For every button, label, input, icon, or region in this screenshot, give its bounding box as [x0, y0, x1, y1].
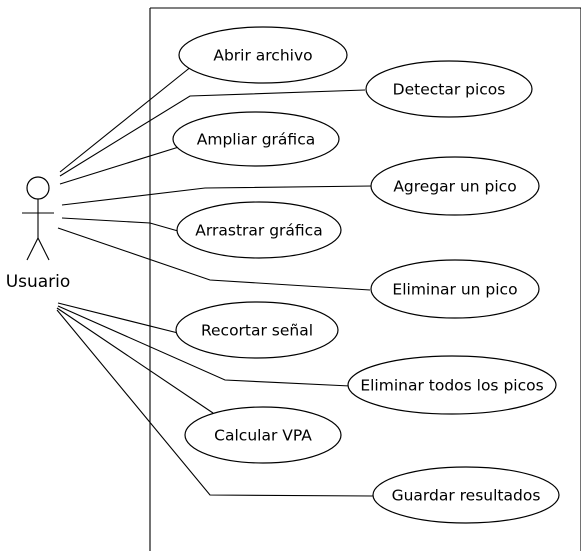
svg-text:Eliminar todos los picos: Eliminar todos los picos: [360, 377, 543, 395]
association-eliminar-un-pico: [57, 227, 371, 291]
svg-text:Calcular VPA: Calcular VPA: [214, 427, 312, 445]
association-agregar-un-pico: [61, 185, 373, 206]
stick-figure-icon: [22, 176, 54, 261]
use-case-recortar-senal: Recortar señal: [175, 301, 339, 359]
use-case-eliminar-un-pico: Eliminar un pico: [370, 259, 540, 319]
association-recortar-senal: [57, 302, 179, 334]
svg-text:Ampliar gráfica: Ampliar gráfica: [197, 131, 315, 149]
svg-text:Recortar señal: Recortar señal: [201, 322, 313, 340]
use-case-ampliar-grafica: Ampliar gráfica: [172, 111, 340, 167]
actor-label: Usuario: [6, 272, 71, 292]
use-case-arrastrar-grafica: Arrastrar gráfica: [176, 201, 342, 259]
svg-text:Arrastrar gráfica: Arrastrar gráfica: [195, 222, 322, 240]
svg-text:Eliminar un pico: Eliminar un pico: [392, 281, 517, 299]
svg-text:Guardar resultados: Guardar resultados: [392, 487, 541, 505]
association-calcular-vpa: [56, 307, 214, 414]
association-eliminar-todos-los-picos: [57, 305, 351, 387]
use-case-eliminar-todos-los-picos: Eliminar todos los picos: [347, 355, 557, 415]
association-detectar-picos: [59, 89, 366, 177]
use-case-calcular-vpa: Calcular VPA: [184, 406, 342, 464]
svg-text:Agregar un pico: Agregar un pico: [393, 178, 516, 196]
association-abrir-archivo: [59, 65, 193, 173]
association-guardar-resultados: [56, 309, 374, 497]
use-case-detectar-picos: Detectar picos: [365, 60, 533, 118]
svg-text:Detectar picos: Detectar picos: [393, 81, 506, 99]
use-case-agregar-un-pico: Agregar un pico: [370, 156, 540, 216]
use-case-guardar-resultados: Guardar resultados: [372, 466, 560, 524]
actor-usuario: Usuario: [6, 176, 71, 292]
association-ampliar-grafica: [59, 145, 183, 185]
use-case-abrir-archivo: Abrir archivo: [178, 26, 348, 84]
association-arrastrar-grafica: [61, 217, 179, 232]
associations: [56, 65, 374, 497]
system-boundary: [149, 7, 581, 551]
svg-text:Abrir archivo: Abrir archivo: [213, 47, 312, 65]
